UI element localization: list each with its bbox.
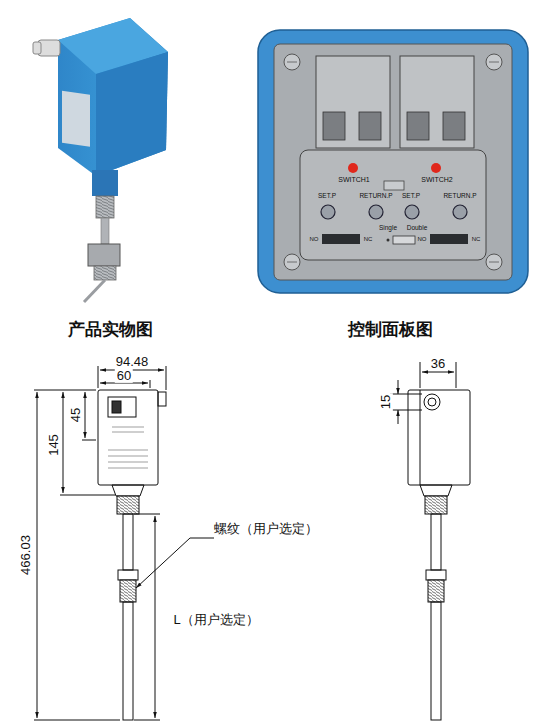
contact-label: NC [364,236,373,243]
dimension-text: 466.03 [19,533,33,577]
knob-label: RETURN.P [359,192,392,199]
front-view-drawing [34,366,214,720]
caption-text: 产品实物图 [68,321,153,340]
control-panel [258,30,528,293]
dimension-text: 36 [431,357,445,371]
dimension-text: 45 [69,406,83,424]
product-photo [33,18,168,302]
length-note: L（用户选定） [173,613,258,627]
knob-label: RETURN.P [443,192,476,199]
side-view-drawing [390,362,470,720]
caption-text: 控制面板图 [348,321,433,340]
contact-label: NO [418,236,427,243]
switch-label: SWITCH1 [338,176,370,184]
knob-label: SET.P [318,192,336,199]
mode-label: Double [407,224,428,231]
dimension-text: 60 [115,369,133,383]
thread-note: 螺纹（用户选定） [214,522,318,536]
contact-label: NO [310,236,319,243]
dimension-text: 145 [47,432,61,458]
knob-label: SET.P [402,192,420,199]
dimension-text: 94.48 [116,355,149,369]
mode-label: Single [379,224,397,231]
contact-label: NC [472,236,481,243]
dimension-text: 15 [379,393,393,411]
switch-label: SWITCH2 [421,176,453,184]
